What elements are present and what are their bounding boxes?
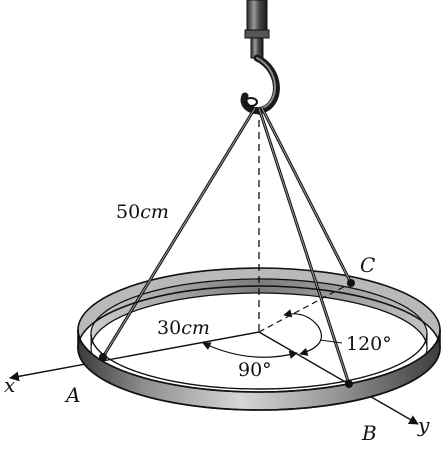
point-a-dot [99, 353, 107, 361]
rope-b-highlight [258, 107, 350, 385]
hook-icon [240, 54, 280, 115]
hook-assembly [240, 0, 280, 115]
rope-c-highlight [261, 107, 352, 284]
radius-line-c [258, 282, 352, 333]
hook-eye [244, 97, 258, 107]
x-axis [9, 331, 260, 382]
label-point-b: B [361, 421, 377, 445]
rope-a-highlight [102, 107, 256, 358]
label-radius: 30cm [157, 317, 210, 339]
point-b-dot [345, 380, 353, 388]
label-axis-y: y [417, 413, 430, 437]
label-axis-x: x [4, 373, 15, 397]
hook-shank [246, 0, 268, 35]
label-point-a: A [64, 383, 80, 407]
ropes [101, 107, 353, 385]
angle-120-leader [319, 339, 343, 344]
point-c-dot [347, 279, 355, 287]
label-angle-120: 120° [346, 333, 392, 355]
label-rope-length: 50cm [116, 201, 169, 223]
angle-arc-120 [283, 309, 322, 356]
ring-front [77, 285, 441, 411]
hook-collar [244, 29, 270, 39]
label-point-c: C [360, 253, 375, 277]
label-angle-90: 90° [238, 359, 272, 381]
